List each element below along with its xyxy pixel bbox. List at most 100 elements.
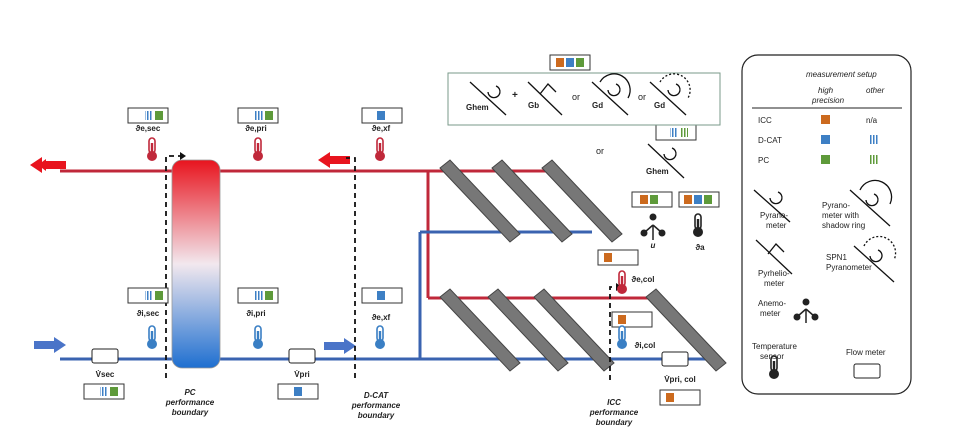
label-theta-e-xf-top: ϑe,xf bbox=[372, 124, 391, 133]
legend-ring-label-3: shadow ring bbox=[822, 221, 865, 230]
label-plus: + bbox=[512, 90, 518, 101]
flow-meter-icon-pri bbox=[288, 348, 316, 364]
pyrheliometer-icon-g-b bbox=[527, 81, 563, 116]
legend-swatch-pc-other bbox=[870, 155, 879, 164]
label-theta-e-sec: ϑe,sec bbox=[136, 124, 161, 133]
pc-boundary-label-line1: PC bbox=[184, 388, 195, 397]
pc-boundary-line bbox=[165, 155, 182, 378]
label-v-pri: V̇pri bbox=[294, 370, 310, 379]
setup-badge-irradiance bbox=[549, 54, 591, 71]
hot-outflow-arrow-left bbox=[30, 157, 66, 173]
legend-col-high-line1: high bbox=[818, 86, 834, 95]
dcat-boundary-label-line2: performance bbox=[351, 401, 401, 410]
legend-pyranometer-label-1: Pyrano- bbox=[760, 211, 788, 220]
setup-badge-v-pri-col bbox=[659, 389, 701, 406]
label-or-3: or bbox=[596, 146, 604, 156]
setup-badge-g-hem-other bbox=[655, 124, 697, 141]
legend-swatch-icc bbox=[821, 115, 830, 124]
dcat-boundary-label-line3: boundary bbox=[358, 411, 395, 420]
thermometer-icon-e-col bbox=[616, 270, 628, 295]
label-or-1: or bbox=[572, 92, 580, 102]
setup-badge-i-pri bbox=[237, 287, 279, 304]
flow-meter-icon-pri-col bbox=[661, 351, 689, 367]
legend-pyranometer-icon bbox=[753, 189, 791, 223]
pc-boundary-label-line2: performance bbox=[165, 398, 215, 407]
label-theta-e-col: ϑe,col bbox=[632, 275, 655, 284]
legend-swatch-dcat bbox=[821, 135, 830, 144]
flow-meter-icon-sec bbox=[91, 348, 119, 364]
legend-flow-meter-label: Flow meter bbox=[846, 348, 886, 357]
anemometer-icon bbox=[640, 213, 666, 240]
pyranometer-icon-g-hem bbox=[469, 81, 507, 116]
legend-row-pc: PC bbox=[758, 156, 769, 165]
legend-icc-other: n/a bbox=[866, 116, 878, 125]
dcat-boundary-label-line1: D-CAT bbox=[364, 391, 389, 400]
dcat-boundary-label: D-CAT performance boundary bbox=[351, 391, 401, 420]
label-g-b: Gb bbox=[528, 101, 539, 110]
thermometer-icon-i-sec bbox=[146, 325, 158, 350]
legend-swatch-pc bbox=[821, 155, 830, 164]
thermometer-icon-e-pri bbox=[252, 137, 264, 162]
hot-outflow-arrow-mid bbox=[318, 152, 350, 168]
setup-badge-e-pri bbox=[237, 107, 279, 124]
icc-boundary-line bbox=[609, 286, 618, 380]
pyranometer-icon-g-hem-other bbox=[647, 143, 685, 179]
legend-pyrheliometer-icon bbox=[755, 239, 793, 275]
spn1-pyranometer-icon-g-d bbox=[649, 73, 691, 116]
legend-temp-sensor-label-2: sensor bbox=[760, 352, 784, 361]
thermometer-icon-i-col bbox=[616, 325, 628, 350]
setup-badge-v-sec bbox=[83, 383, 125, 400]
legend-pyrheliometer-label-1: Pyrhelio- bbox=[758, 269, 790, 278]
label-theta-e-xf-bottom: ϑe,xf bbox=[372, 313, 391, 322]
legend-swatch-dcat-other bbox=[870, 135, 879, 144]
label-theta-e-pri: ϑe,pri bbox=[245, 124, 267, 133]
thermometer-icon-e-xf-bottom bbox=[374, 325, 386, 350]
legend-spn1-icon bbox=[853, 235, 897, 283]
legend-temp-sensor-label-1: Temperature bbox=[752, 342, 797, 351]
label-or-2: or bbox=[638, 92, 646, 102]
legend-col-other: other bbox=[866, 86, 885, 95]
label-theta-i-sec: ϑi,sec bbox=[137, 309, 160, 318]
label-v-sec: V̇sec bbox=[96, 370, 115, 379]
icc-boundary-label: ICC performance boundary bbox=[589, 398, 639, 427]
legend-title: measurement setup bbox=[806, 70, 877, 79]
legend-col-high-line2: precision bbox=[811, 96, 845, 105]
label-g-d-1: Gd bbox=[592, 101, 603, 110]
setup-badge-e-xf-bottom bbox=[361, 287, 403, 304]
legend-spn1-label-2: Pyranometer bbox=[826, 263, 872, 272]
legend-pyrheliometer-label-2: meter bbox=[764, 279, 785, 288]
thermometer-icon-i-pri bbox=[252, 325, 264, 350]
setup-badge-v-pri bbox=[277, 383, 319, 400]
dcat-boundary-line bbox=[346, 157, 356, 378]
setup-badge-i-col bbox=[611, 311, 653, 328]
setup-badge-e-sec bbox=[127, 107, 169, 124]
icc-boundary-label-line1: ICC bbox=[607, 398, 621, 407]
label-theta-a: ϑa bbox=[695, 243, 705, 252]
cold-inflow-arrow-left bbox=[34, 337, 66, 353]
legend-ring-label-2: meter with bbox=[822, 211, 859, 220]
storage-tank bbox=[171, 159, 221, 369]
collector-array-lower bbox=[439, 288, 727, 372]
legend-anemometer-label-1: Anemo- bbox=[758, 299, 786, 308]
shadow-ring-pyranometer-icon-g-d bbox=[591, 73, 631, 116]
irradiance-options-box bbox=[447, 72, 721, 126]
label-g-d-2: Gd bbox=[654, 101, 665, 110]
pc-boundary-label: PC performance boundary bbox=[165, 388, 215, 417]
legend-panel bbox=[741, 54, 912, 395]
label-g-hem: Ghem bbox=[466, 103, 489, 112]
collector-array-upper bbox=[439, 159, 623, 243]
pc-boundary-label-line3: boundary bbox=[172, 408, 209, 417]
thermometer-icon-e-sec bbox=[146, 137, 158, 162]
setup-badge-u bbox=[631, 191, 673, 208]
legend-row-icc: ICC bbox=[758, 116, 772, 125]
legend-shadow-ring-pyranometer-icon bbox=[849, 179, 893, 227]
legend-spn1-label-1: SPN1 bbox=[826, 253, 847, 262]
label-v-pri-col: V̇pri, col bbox=[664, 375, 696, 384]
legend-anemometer-label-2: meter bbox=[760, 309, 781, 318]
icc-boundary-label-line3: boundary bbox=[596, 418, 633, 427]
label-wind-speed: u bbox=[651, 241, 656, 250]
label-g-hem-2: Ghem bbox=[646, 167, 669, 176]
setup-badge-e-xf-top bbox=[361, 107, 403, 124]
legend-anemometer-icon bbox=[793, 298, 819, 323]
